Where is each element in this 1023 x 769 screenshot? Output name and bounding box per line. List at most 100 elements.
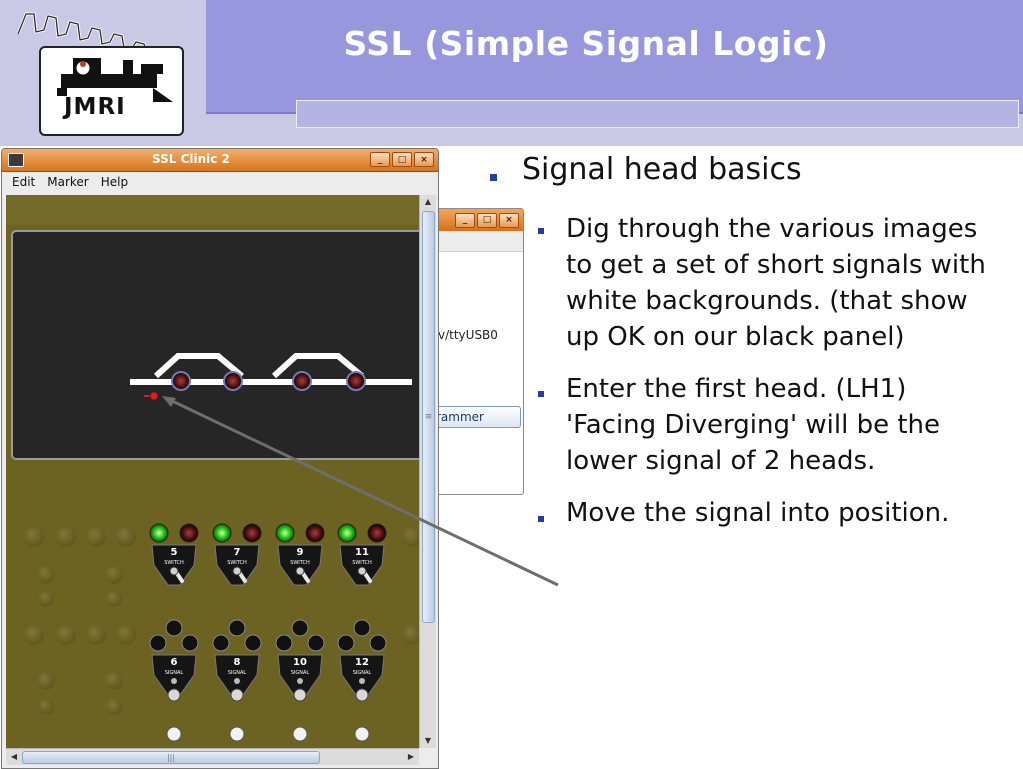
track-signal-heads[interactable] bbox=[171, 371, 366, 391]
switch-number: 7 bbox=[234, 547, 241, 558]
switch-label: SWITCH bbox=[164, 560, 184, 566]
push-button-icon[interactable] bbox=[355, 688, 369, 702]
green-led-icon bbox=[275, 523, 295, 543]
bullet-line: up OK on our black panel) bbox=[566, 322, 905, 352]
switch-label: SWITCH bbox=[290, 560, 310, 566]
switch-label: SWITCH bbox=[352, 560, 372, 566]
scroll-up-icon[interactable]: ▲ bbox=[424, 197, 432, 206]
signal-number: 12 bbox=[355, 657, 369, 668]
signal-knob-icon[interactable] bbox=[297, 678, 303, 684]
aspect-lamp-icon bbox=[337, 634, 355, 652]
red-led-icon bbox=[179, 523, 199, 543]
window-titlebar[interactable]: _ □ × bbox=[411, 209, 523, 231]
red-led-icon bbox=[305, 523, 325, 543]
bullet-line: Dig through the various images bbox=[566, 214, 978, 244]
switch-number: 11 bbox=[355, 547, 369, 558]
menu-bar: Edit Marker Help bbox=[2, 172, 438, 192]
signal-label: SIGNAL bbox=[291, 670, 310, 676]
signal-number: 10 bbox=[293, 657, 307, 668]
vertical-scrollbar[interactable]: ▲ ≡ ▼ bbox=[419, 195, 436, 748]
switch-number: 5 bbox=[171, 547, 178, 558]
bullet-line: Enter the first head. (LH1) bbox=[566, 374, 907, 404]
push-button-icon[interactable] bbox=[293, 688, 307, 702]
scroll-right-icon[interactable]: ▶ bbox=[407, 752, 415, 761]
jmri-logo bbox=[39, 46, 184, 136]
signal-knob-icon[interactable] bbox=[171, 678, 177, 684]
minimize-button[interactable]: _ bbox=[455, 212, 475, 228]
menu-marker[interactable]: Marker bbox=[47, 175, 89, 189]
close-button[interactable]: × bbox=[414, 152, 434, 167]
bullet-point-2: Enter the first head. (LH1) 'Facing Dive… bbox=[566, 371, 1010, 479]
close-button[interactable]: × bbox=[499, 212, 519, 228]
bullet-heading: Signal head basics bbox=[522, 152, 802, 187]
bullet-point-3: Move the signal into position. bbox=[566, 495, 1010, 531]
bullet-square-icon bbox=[538, 228, 544, 234]
green-led-icon bbox=[149, 523, 169, 543]
menu-edit[interactable]: Edit bbox=[12, 175, 36, 189]
bullet-line: 'Facing Diverging' will be the bbox=[566, 410, 941, 440]
signal-label: SIGNAL bbox=[165, 670, 184, 676]
maximize-button[interactable]: □ bbox=[392, 152, 412, 167]
minimize-button[interactable]: _ bbox=[370, 152, 390, 167]
menu-help[interactable]: Help bbox=[100, 175, 129, 189]
signal-knob-icon[interactable] bbox=[359, 678, 365, 684]
bottom-indicator-row bbox=[166, 726, 370, 742]
horizontal-scrollbar[interactable]: ◀ ||| ▶ bbox=[6, 748, 419, 765]
serial-port-label: v/ttyUSB0 bbox=[438, 328, 498, 342]
bullet-line: lower signal of 2 heads. bbox=[566, 446, 876, 476]
vertical-scroll-thumb[interactable]: ≡ bbox=[422, 211, 435, 623]
programmer-button[interactable]: rammer bbox=[429, 406, 521, 428]
title-band bbox=[206, 0, 1023, 114]
aspect-lamp-icon bbox=[244, 634, 262, 652]
horizontal-scroll-thumb[interactable]: ||| bbox=[22, 751, 320, 764]
signal-number: 8 bbox=[234, 657, 241, 668]
bullet-square-icon bbox=[538, 391, 544, 397]
aspect-lamp-icon bbox=[228, 619, 246, 637]
scroll-left-icon[interactable]: ◀ bbox=[10, 752, 18, 761]
thumb-grip-icon: ≡ bbox=[424, 412, 433, 422]
green-led-icon bbox=[337, 523, 357, 543]
bullet-line: Move the signal into position. bbox=[566, 498, 950, 528]
maximize-button[interactable]: □ bbox=[477, 212, 497, 228]
aspect-lamp-icon bbox=[307, 634, 325, 652]
new-signal-head-icon[interactable] bbox=[144, 391, 159, 401]
window-icon bbox=[8, 153, 24, 167]
aspect-lamp-icon bbox=[369, 634, 387, 652]
aspect-lamp-icon bbox=[149, 634, 167, 652]
signal-number: 6 bbox=[171, 657, 178, 668]
bullet-line: white backgrounds. (that show bbox=[566, 286, 968, 316]
locomotive-icon bbox=[57, 58, 173, 102]
aspect-lamp-icon bbox=[181, 634, 199, 652]
scroll-down-icon[interactable]: ▼ bbox=[424, 736, 432, 745]
aspect-lamp-icon bbox=[212, 634, 230, 652]
bullet-line: to get a set of short signals with bbox=[566, 250, 986, 280]
aspect-lamp-icon bbox=[165, 619, 183, 637]
push-button-icon[interactable] bbox=[230, 688, 244, 702]
panel-editor-window[interactable]: SSL Clinic 2 _ □ × Edit Marker Help bbox=[1, 148, 439, 769]
green-led-icon bbox=[212, 523, 232, 543]
subtitle-bar bbox=[296, 100, 1019, 128]
switch-label: SWITCH bbox=[227, 560, 247, 566]
signal-label: SIGNAL bbox=[353, 670, 372, 676]
bullet-square-icon bbox=[490, 174, 497, 181]
aspect-lamp-icon bbox=[275, 634, 293, 652]
logo-text: JMRI bbox=[64, 94, 126, 120]
bullet-point-1: Dig through the various images to get a … bbox=[566, 211, 1010, 355]
aspect-lamp-icon bbox=[291, 619, 309, 637]
signal-label: SIGNAL bbox=[228, 670, 247, 676]
push-button-icon[interactable] bbox=[167, 688, 181, 702]
window-titlebar[interactable]: SSL Clinic 2 _ □ × bbox=[2, 149, 438, 172]
switch-number: 9 bbox=[297, 547, 304, 558]
scroll-corner bbox=[419, 748, 435, 764]
slide-title: SSL (Simple Signal Logic) bbox=[343, 24, 829, 63]
signal-knob-icon[interactable] bbox=[234, 678, 240, 684]
menu-bar bbox=[411, 231, 523, 252]
aspect-lamp-icon bbox=[353, 619, 371, 637]
